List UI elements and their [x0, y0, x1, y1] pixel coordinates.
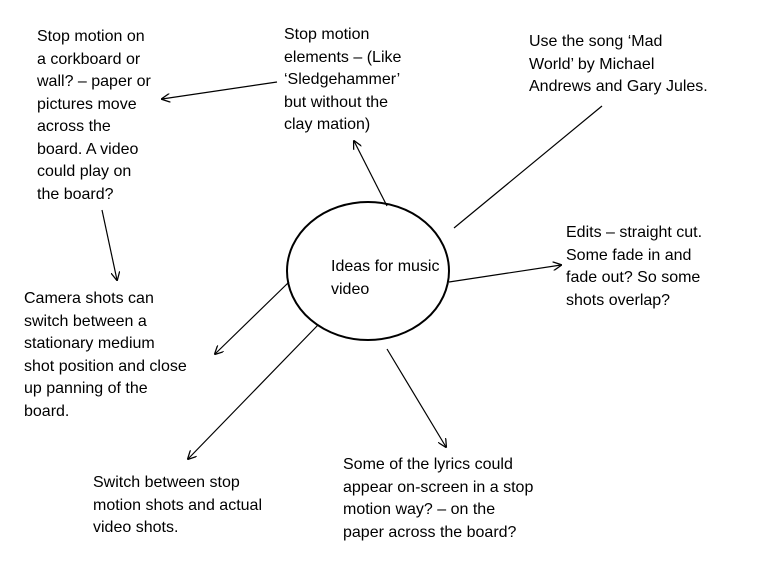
idea-edits: Edits – straight cut. Some fade in and f…	[566, 224, 703, 309]
arrow-corkboard-to-camera-shots	[101, 209, 117, 280]
idea-stop-motion-elements: Stop motion elements – (Like ‘Sledgehamm…	[284, 26, 402, 133]
arrow-to-stop-motion-elements	[354, 141, 388, 207]
central-ellipse	[286, 201, 450, 341]
arrow-to-camera-shots	[215, 281, 290, 354]
central-topic-label: Ideas for music video	[331, 258, 440, 298]
idea-lyrics: Some of the lyrics could appear on-scree…	[343, 456, 534, 541]
arrow-to-corkboard	[162, 81, 278, 99]
idea-camera-shots: Camera shots can switch between a statio…	[24, 290, 187, 420]
idea-song: Use the song ‘Mad World’ by Michael Andr…	[529, 33, 708, 95]
idea-switch-shots: Switch between stop motion shots and act…	[93, 474, 262, 536]
arrow-to-switch-shots	[188, 324, 319, 459]
idea-corkboard: Stop motion on a corkboard or wall? – pa…	[37, 28, 151, 203]
arrow-to-edits	[448, 265, 561, 283]
line-to-song	[453, 105, 603, 229]
arrow-to-lyrics	[386, 348, 446, 447]
